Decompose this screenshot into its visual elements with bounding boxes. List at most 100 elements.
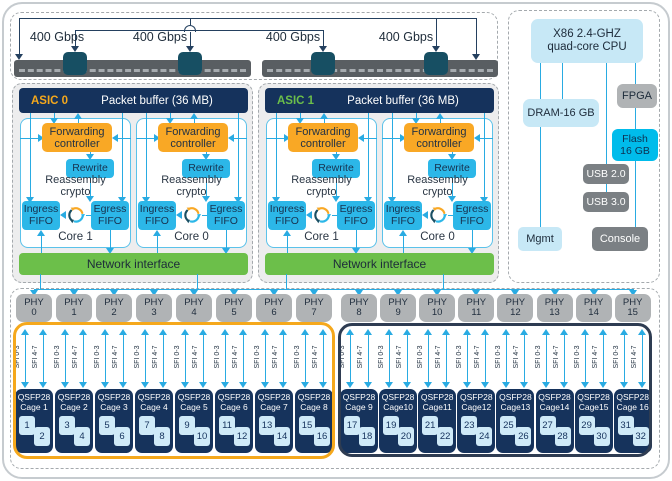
- sfi-lane-line: [185, 334, 186, 382]
- arrowhead-d: [15, 54, 23, 60]
- cage-number-label: Cage 8: [300, 402, 328, 412]
- cage-type-label: QSFP28: [257, 392, 291, 402]
- sfi-lane-line: [25, 334, 26, 382]
- arrowhead-d: [520, 382, 529, 388]
- cpu-panel: X86 2.4-GHZ quad-core CPU DRAM-16 GB FPG…: [508, 10, 660, 283]
- port-number: 21: [422, 416, 439, 435]
- sfi-lane-line: [323, 334, 324, 382]
- connector-line: [110, 230, 111, 248]
- sfi-lane-line: [428, 334, 430, 382]
- arrowhead-d: [319, 382, 327, 388]
- connector-line: [75, 30, 76, 46]
- sfi-lane-line: [225, 334, 226, 382]
- arrowhead-u: [221, 329, 229, 335]
- console-box: Console: [592, 227, 648, 251]
- connector-line: [276, 113, 277, 197]
- phy-label: PHY: [184, 296, 204, 308]
- arrowhead-d: [150, 290, 158, 296]
- arrowhead-u: [283, 230, 291, 236]
- phy-number: 0: [31, 307, 37, 318]
- forwarding-controller-line2: controller: [54, 137, 100, 150]
- phy-distribution-line: [34, 289, 634, 290]
- cage-number-label: Cage13: [500, 402, 531, 412]
- port-group-1-8-border: [13, 322, 335, 459]
- arrowhead-d: [385, 382, 394, 388]
- arrowhead-u: [199, 329, 207, 335]
- connector-line: [170, 113, 171, 118]
- arrowhead-d: [119, 382, 127, 388]
- arrowhead-d: [142, 197, 150, 203]
- port-number: 3: [59, 416, 75, 435]
- port-number: 23: [461, 416, 478, 435]
- bus-dash-line: [19, 69, 246, 72]
- phy-number: 2: [111, 307, 117, 318]
- arrowhead-u: [424, 329, 433, 335]
- arrowhead-u: [320, 113, 328, 119]
- phy-number: 10: [431, 307, 443, 318]
- reassembly-line1: Reassembly: [291, 174, 352, 186]
- arrowhead-d: [270, 290, 278, 296]
- phy-label: PHY: [264, 296, 284, 308]
- phy-number: 12: [510, 307, 521, 318]
- sfi-lane-line: [65, 334, 66, 382]
- reassembly-line1: Reassembly: [161, 174, 222, 186]
- arrowhead-d: [86, 154, 94, 160]
- flash-box: Flash 16 GB: [612, 129, 658, 161]
- connector-line: [324, 118, 325, 123]
- port-number: 12: [234, 427, 250, 446]
- port-number: 25: [500, 416, 517, 435]
- fpga-box: FPGA: [617, 84, 657, 108]
- connector-line: [336, 178, 337, 196]
- arrowhead-d: [433, 290, 442, 296]
- cpu-fpga-line: [635, 63, 636, 84]
- arrowhead-u: [119, 329, 127, 335]
- connector-line: [157, 235, 158, 253]
- forwarding-controller-line1: Forwarding: [49, 125, 105, 138]
- reassembly-line2: crypto: [60, 185, 91, 198]
- core-label: Core 0: [174, 231, 209, 243]
- cage-type-label: QSFP28: [342, 392, 376, 402]
- cage-type-label: QSFP28: [616, 392, 649, 402]
- arrowhead-l: [358, 134, 364, 142]
- usb3-box: USB 3.0: [583, 192, 629, 212]
- arrowhead-d: [230, 290, 238, 296]
- connector-line: [300, 113, 301, 118]
- interconnect-bus: [262, 60, 498, 77]
- cage-type-label: QSFP28: [97, 392, 131, 402]
- phy-label: PHY: [544, 296, 565, 308]
- arrowhead-d: [110, 290, 118, 296]
- arrowhead-d: [222, 248, 230, 254]
- arrowhead-r: [284, 134, 290, 142]
- phy-label: PHY: [304, 296, 324, 308]
- forwarding-controller-line1: Forwarding: [411, 125, 467, 138]
- sfi-lane-line: [623, 334, 625, 382]
- arrowhead-u: [181, 329, 189, 335]
- port-number: 32: [632, 427, 649, 446]
- arrowhead-u: [74, 113, 82, 119]
- connector-line: [54, 113, 55, 118]
- arrowhead-d: [355, 290, 363, 296]
- arrowhead-d: [481, 382, 490, 388]
- cpu-usb-line: [606, 63, 607, 192]
- arrowhead-l: [60, 211, 66, 219]
- cage-type-label: QSFP28: [538, 392, 571, 402]
- arrowhead-u: [141, 329, 149, 335]
- connector-line: [90, 178, 91, 196]
- connector-line: [19, 18, 20, 56]
- arrowhead-d: [432, 46, 440, 52]
- sfi-lane-line: [545, 334, 547, 382]
- cage-number-label: Cage 4: [140, 402, 168, 412]
- connector-line: [136, 138, 154, 139]
- arrowhead-u: [101, 329, 109, 335]
- arrowhead-u: [463, 329, 472, 335]
